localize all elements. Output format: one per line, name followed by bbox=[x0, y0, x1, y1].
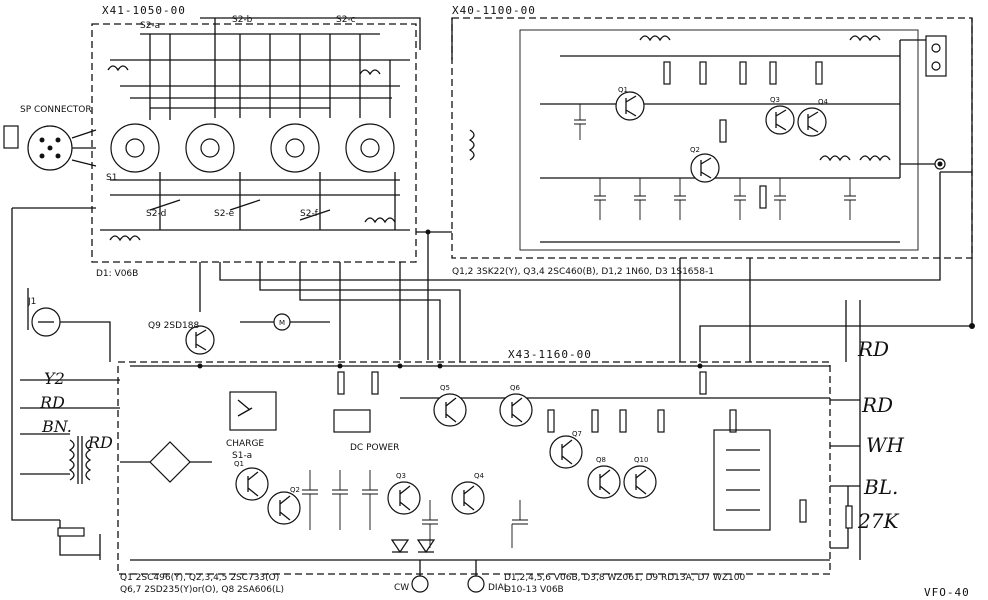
module-title-x40: X40-1100-00 bbox=[452, 4, 536, 17]
x40-q4-label: Q4 bbox=[818, 98, 829, 106]
wafer-switch-4 bbox=[345, 123, 395, 173]
meter: M bbox=[240, 313, 330, 331]
x41-switch-block: S2-a S2-b S2-c S2-d S2-e S2-f S1 D1: V06… bbox=[96, 15, 421, 279]
switch-label-s2e: S2-e bbox=[214, 209, 235, 219]
relay-block bbox=[713, 429, 771, 531]
q9-note-label: Q9 2SD188 bbox=[148, 321, 199, 331]
x43-q2-label: Q2 bbox=[290, 486, 300, 494]
sp-connector-label: SP CONNECTOR bbox=[20, 105, 92, 115]
module-title-x41: X41-1050-00 bbox=[102, 4, 186, 17]
bridge-rectifier bbox=[120, 441, 212, 483]
x40-q3-transistor bbox=[765, 105, 795, 135]
handwritten-bn-left: BN. bbox=[41, 417, 72, 436]
x43-q3-label: Q3 bbox=[396, 472, 406, 480]
power-transformer bbox=[68, 436, 92, 484]
dial-label: DIAL bbox=[488, 583, 509, 593]
x40-semiconductor-list: Q1,2 3SK22(Y), Q3,4 2SC460(B), D1,2 1N60… bbox=[452, 267, 714, 277]
x43-power-block: CHARGE S1-a DC POWER bbox=[68, 365, 853, 595]
switch-label-s2b: S2-b bbox=[232, 15, 253, 25]
handwritten-rd-left2: RD bbox=[87, 433, 113, 452]
x43-q7-label: Q7 bbox=[572, 430, 582, 438]
x40-q2-label: Q2 bbox=[690, 146, 700, 154]
handwritten-y2: Y2 bbox=[44, 369, 65, 388]
charge-switch: CHARGE S1-a bbox=[226, 391, 277, 461]
diagram-code: VFO-40 bbox=[924, 586, 970, 599]
wafer-switch-3 bbox=[270, 123, 320, 173]
dc-power-label: DC POWER bbox=[350, 443, 399, 453]
x40-q4-transistor bbox=[797, 107, 827, 137]
x43-q4-transistor bbox=[451, 481, 485, 515]
cw-label: CW bbox=[394, 583, 409, 593]
handwritten-rd-mid: RD bbox=[861, 393, 893, 417]
x43-q6-label: Q6 bbox=[510, 384, 521, 392]
x43-q10-label: Q10 bbox=[634, 456, 648, 464]
x40-output-terminal bbox=[925, 35, 947, 77]
switch-label-s2d: S2-d bbox=[146, 209, 166, 219]
x40-inner-enclosure bbox=[519, 29, 919, 251]
switch-label-s2c: S2-c bbox=[336, 15, 356, 25]
x41-diode-note: D1: V06B bbox=[96, 269, 138, 279]
x43-q1-list: Q1 2SC496(Y), Q2,3,4,5 2SC733(O) bbox=[120, 573, 279, 583]
x40-q1-label: Q1 bbox=[618, 86, 628, 94]
charge-switch-label: S1-a bbox=[232, 451, 252, 461]
fuse bbox=[57, 527, 85, 537]
handwritten-bl: BL. bbox=[863, 475, 898, 499]
sp-connector: SP CONNECTOR bbox=[3, 105, 97, 171]
x40-q1-transistor bbox=[615, 91, 645, 121]
switch-label-s2f: S2-f bbox=[300, 209, 319, 219]
x43-q5-transistor bbox=[433, 393, 467, 427]
x43-d10-list: D10-13 V06B bbox=[504, 585, 564, 595]
x43-diode-list: D1,2,4,5,6 V06B, D3,8 WZ061, D9 RD13A, D… bbox=[504, 573, 746, 583]
x43-q4-label: Q4 bbox=[474, 472, 485, 480]
module-box-x43 bbox=[117, 361, 831, 575]
x43-q7-transistor bbox=[549, 435, 583, 469]
wafer-switch-2 bbox=[185, 123, 235, 173]
x43-q2-transistor bbox=[267, 491, 301, 525]
x43-q6-transistor bbox=[499, 393, 533, 427]
charge-label: CHARGE bbox=[226, 439, 264, 449]
handwritten-wh: WH bbox=[866, 433, 905, 457]
switch-label-s1: S1 bbox=[106, 173, 117, 183]
switch-label-s2a: S2-a bbox=[140, 21, 160, 31]
module-box-x41 bbox=[91, 23, 417, 263]
handwritten-rd-left: RD bbox=[39, 393, 65, 412]
x43-q6-list: Q6,7 2SD235(Y)or(O), Q8 2SA606(L) bbox=[120, 585, 284, 595]
cw-connector: CW bbox=[394, 560, 429, 593]
x43-q8-transistor bbox=[587, 465, 621, 499]
dc-power-jack: DC POWER bbox=[333, 409, 399, 453]
q9-power-transistor: Q9 2SD188 bbox=[148, 321, 215, 355]
wafer-switch-1 bbox=[110, 123, 160, 173]
x40-q2-transistor bbox=[690, 153, 720, 183]
x43-q3-transistor bbox=[387, 481, 421, 515]
x43-q8-label: Q8 bbox=[596, 456, 606, 464]
j1-jack: J1 bbox=[27, 297, 111, 362]
svg-text:M: M bbox=[279, 319, 285, 327]
x43-q5-label: Q5 bbox=[440, 384, 450, 392]
x43-q10-transistor bbox=[623, 465, 657, 499]
x43-q1-label: Q1 bbox=[234, 460, 244, 468]
x40-q3-label: Q3 bbox=[770, 96, 780, 104]
handwritten-27k: 27K bbox=[857, 509, 899, 533]
module-title-x43: X43-1160-00 bbox=[508, 348, 592, 361]
handwritten-rd-top: RD bbox=[857, 337, 889, 361]
j1-label: J1 bbox=[27, 297, 36, 307]
x43-q1-transistor bbox=[235, 467, 269, 501]
x40-oscillator-block: Q1 Q2 Q3 Q4 Q1,2 3SK22(Y), Q3,4 2SC460(B… bbox=[452, 35, 947, 277]
dial-connector: DIAL bbox=[467, 560, 509, 593]
module-box-x40 bbox=[451, 17, 973, 259]
